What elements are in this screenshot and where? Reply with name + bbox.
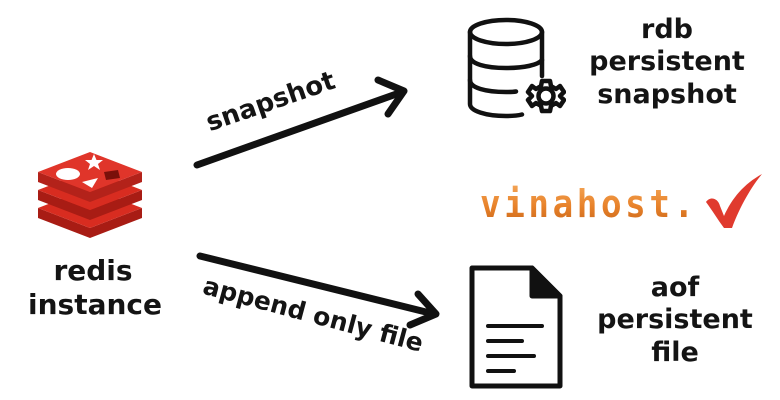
checkmark-icon [706, 174, 762, 228]
document-icon [468, 264, 564, 390]
rdb-label-line: persistent [589, 46, 745, 78]
source-label-line: redis [53, 254, 133, 287]
vinahost-text: vinahost. [480, 182, 698, 226]
aof-label: aof persistent file [580, 272, 770, 369]
rdb-label: rdb persistent snapshot [572, 14, 762, 111]
aof-label-line: persistent [597, 304, 753, 336]
aof-arrow-icon [196, 252, 440, 329]
rdb-label-line: rdb [641, 14, 693, 45]
redis-logo-icon [34, 148, 146, 238]
rdb-label-line: snapshot [597, 78, 737, 110]
database-gear-icon [466, 16, 567, 126]
source-label-line: instance [28, 287, 162, 321]
vinahost-watermark: vinahost. [480, 174, 770, 230]
snapshot-arrow-icon [193, 76, 408, 169]
aof-label-line: aof [650, 272, 700, 303]
aof-label-line: file [651, 336, 699, 368]
source-label: redis instance [28, 254, 162, 321]
